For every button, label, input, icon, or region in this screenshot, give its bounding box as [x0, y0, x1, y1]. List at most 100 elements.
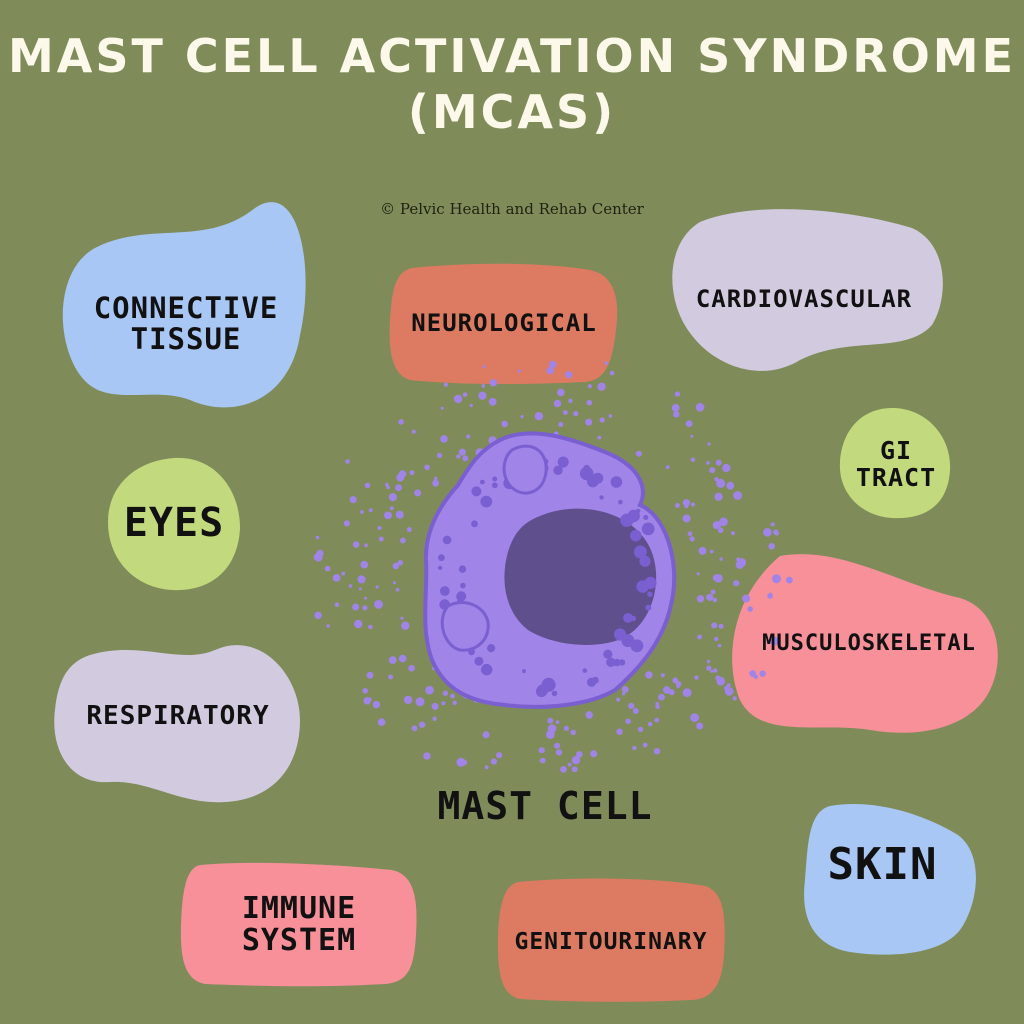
cytoplasm-granule [460, 582, 466, 589]
granule [719, 557, 723, 561]
granule [482, 731, 490, 739]
granule [706, 593, 714, 601]
cytoplasm-granule [535, 686, 548, 698]
granule [452, 700, 457, 705]
granule [462, 392, 468, 398]
granule [314, 611, 322, 619]
granule [696, 595, 705, 603]
granule [324, 565, 331, 572]
granule [660, 673, 665, 678]
granule [616, 728, 623, 735]
cytoplasm-granule [551, 690, 558, 697]
granule [710, 669, 714, 673]
granule [647, 721, 653, 727]
granule [753, 674, 758, 679]
granule [358, 575, 365, 582]
cytoplasm-granule [579, 466, 594, 481]
granule [604, 361, 608, 366]
granule [665, 465, 670, 470]
granule [597, 435, 602, 440]
granule [496, 752, 503, 759]
granule [726, 481, 735, 490]
granule [689, 536, 695, 542]
granule [713, 668, 718, 673]
cytoplasm-granule [641, 585, 648, 591]
granule [334, 602, 340, 607]
granule [433, 476, 438, 481]
cytoplasm-granule [456, 591, 467, 602]
granule [786, 576, 793, 584]
connective-tissue-label: CONNECTIVE TISSUE [93, 290, 279, 356]
granule [343, 520, 350, 527]
gi-tract-blob [839, 407, 951, 519]
cytoplasm-granule [645, 604, 652, 611]
granule [411, 429, 416, 434]
granule [558, 422, 564, 427]
granule [568, 398, 573, 403]
granule [360, 510, 364, 514]
granule [489, 379, 498, 387]
granule [632, 745, 637, 751]
granule [586, 399, 593, 406]
granule [395, 484, 402, 492]
skin-blob [804, 803, 976, 955]
granule [549, 360, 557, 369]
granule [585, 418, 593, 426]
gi-tract-label: GI TRACT [855, 436, 937, 492]
granule [768, 543, 775, 550]
cytoplasm-granule [630, 529, 642, 542]
granule [742, 594, 750, 603]
respiratory-blob [54, 645, 301, 803]
granule [608, 414, 613, 418]
cytoplasm-granule [641, 522, 655, 536]
granule [398, 419, 404, 425]
genitourinary-label: GENITOURINARY [514, 928, 708, 955]
granule [698, 546, 707, 555]
granule [590, 750, 598, 758]
granule [408, 665, 415, 672]
granule [616, 697, 621, 702]
granule [769, 636, 779, 646]
granule [440, 435, 448, 443]
granule [716, 676, 726, 686]
cytoplasm-granule [645, 560, 650, 565]
granule [400, 616, 404, 620]
granule [388, 674, 394, 680]
granule [481, 384, 486, 388]
granule [501, 420, 508, 428]
cytoplasm-granule [438, 565, 443, 571]
granule [401, 621, 410, 630]
granule [597, 382, 606, 391]
granule [557, 388, 565, 397]
granule [645, 671, 653, 679]
cytoplasm-granule [599, 495, 604, 500]
cytoplasm-granule [647, 591, 653, 597]
granule [653, 748, 661, 755]
granule [547, 717, 554, 724]
granule [398, 654, 407, 663]
granule [565, 371, 573, 379]
granule-cloud [313, 360, 793, 773]
granule [432, 716, 437, 721]
granule [388, 493, 397, 502]
granule [456, 454, 461, 459]
granule [682, 688, 692, 697]
cytoplasm-granule [592, 472, 604, 484]
granule [642, 742, 648, 748]
granule [478, 391, 487, 400]
cytoplasm-granule [442, 535, 452, 545]
granule [706, 665, 712, 671]
granule [625, 718, 631, 725]
granule [345, 459, 350, 464]
granule [571, 756, 581, 765]
cytoplasm-granule [487, 644, 496, 653]
granule [374, 600, 383, 609]
granule [384, 511, 392, 520]
granule [621, 686, 629, 693]
granule [431, 702, 439, 710]
cytoplasm-granule [620, 513, 634, 527]
granule [436, 452, 443, 458]
granule [714, 574, 723, 583]
granule [571, 766, 578, 773]
granule [628, 702, 635, 710]
